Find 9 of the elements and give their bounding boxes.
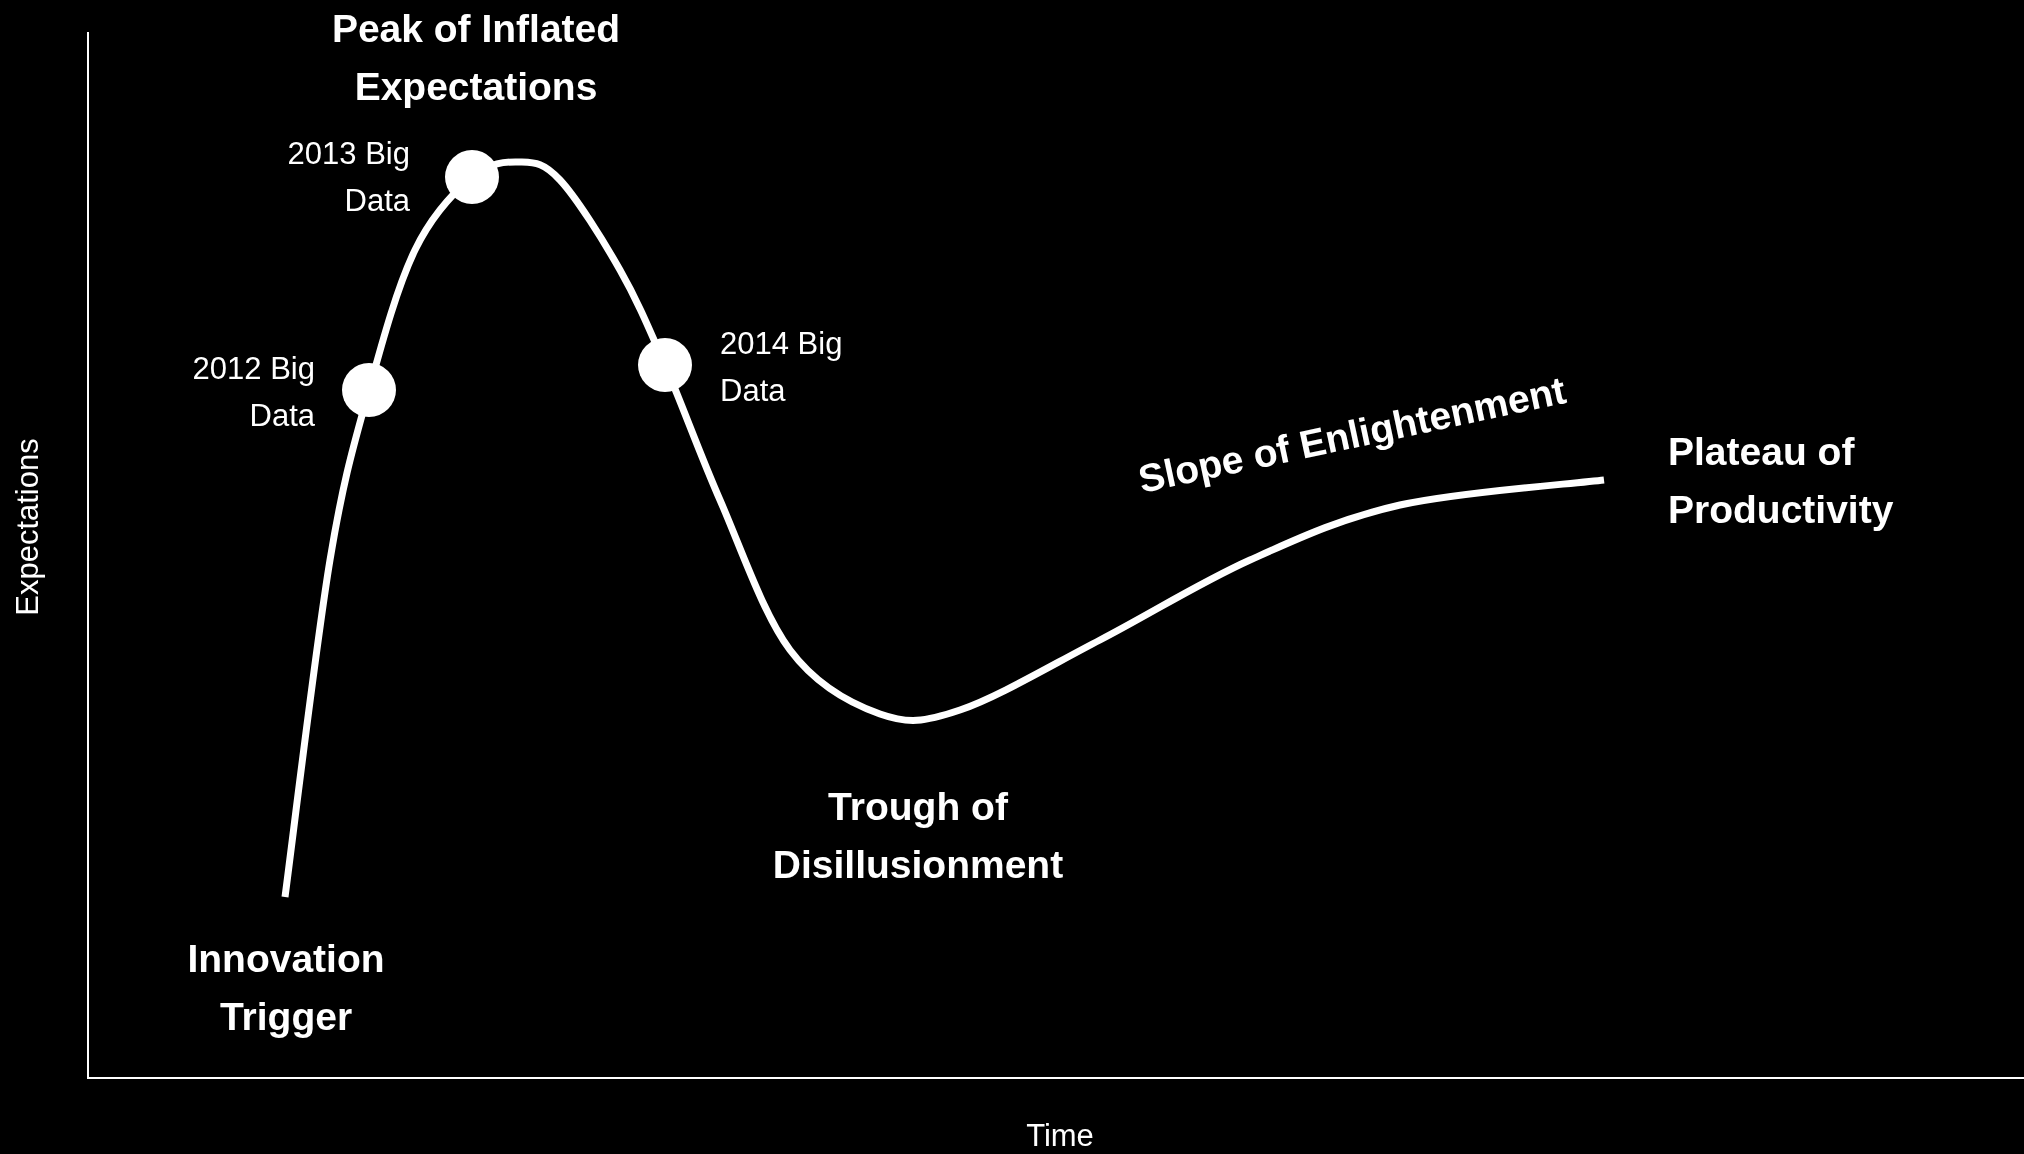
stage-label: Peak of Inflated Expectations [330,6,622,110]
point-label: 2013 Big Data [286,135,410,220]
stage-label: Plateau of Productivity [1668,429,1895,533]
axis-label: Expectations [9,437,46,618]
axis-label: Time [1025,1117,1095,1154]
stage-label: Innovation Trigger [186,936,386,1040]
point-label: 2012 Big Data [191,350,315,435]
stage-label: Trough of Disillusionment [771,784,1065,888]
point-label: 2014 Big Data [720,325,844,410]
